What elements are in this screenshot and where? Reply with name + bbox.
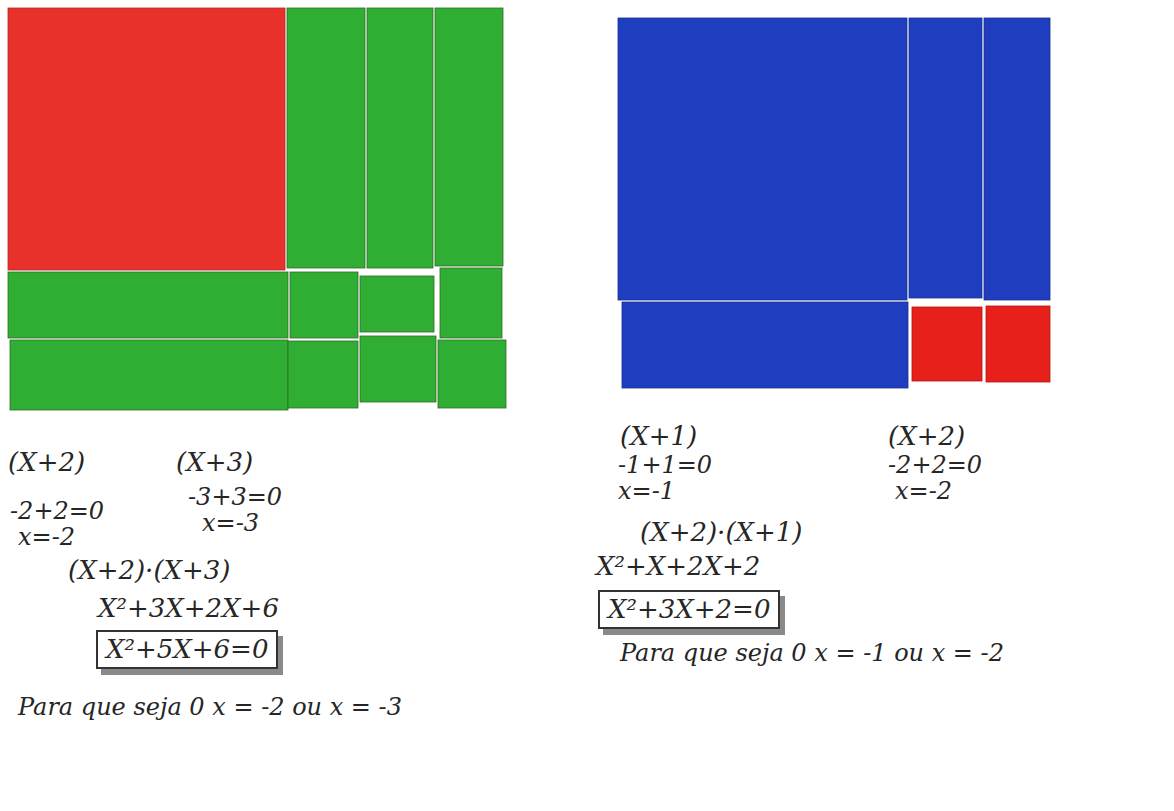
left-tiles [8,8,506,410]
handwritten-label: x=-2 [895,478,952,504]
handwritten-label: (X+2)·(X+1) [640,518,803,547]
x-tile [10,340,288,410]
handwritten-label: (X+2) [8,448,85,477]
boxed-equation: X²+3X+2=0 [598,590,780,629]
handwritten-label: (X+2) [888,422,965,451]
boxed-equation: X²+5X+6=0 [96,630,278,669]
handwritten-label: x=-1 [618,478,675,504]
x-tile [8,272,288,338]
handwritten-label: (X+1) [620,422,697,451]
unit-tile [360,336,436,402]
x-tile [367,8,433,268]
handwritten-label: X²+X+2X+2 [596,552,760,581]
x-tile [287,8,365,268]
handwritten-label: -2+2=0 [10,498,104,524]
unit-tile [288,341,358,408]
equation-text: X²+3X+2=0 [608,595,770,624]
unit-tile [986,306,1050,382]
unit-tile [912,307,982,381]
x-squared-tile [618,18,907,300]
handwritten-label: (X+2)·(X+3) [68,556,231,585]
handwritten-label: -3+3=0 [188,484,282,510]
unit-tile [438,340,506,408]
x-tile [984,18,1050,300]
handwritten-label: X²+3X+2X+6 [98,594,279,623]
unit-tile [360,276,434,332]
handwritten-label: -1+1=0 [618,452,712,478]
handwritten-label: Para que seja 0 x = -1 ou x = -2 [620,640,1004,666]
handwritten-label: Para que seja 0 x = -2 ou x = -3 [18,694,402,720]
handwritten-label: x=-3 [202,510,259,536]
handwritten-label: (X+3) [176,448,253,477]
x-tile [435,8,503,266]
x-squared-tile [8,8,285,270]
unit-tile [440,268,502,338]
right-tiles [618,18,1050,388]
x-tile [622,302,908,388]
handwritten-label: -2+2=0 [888,452,982,478]
equation-text: X²+5X+6=0 [106,635,268,664]
unit-tile [290,272,358,338]
x-tile [909,18,982,298]
handwritten-label: x=-2 [18,524,75,550]
